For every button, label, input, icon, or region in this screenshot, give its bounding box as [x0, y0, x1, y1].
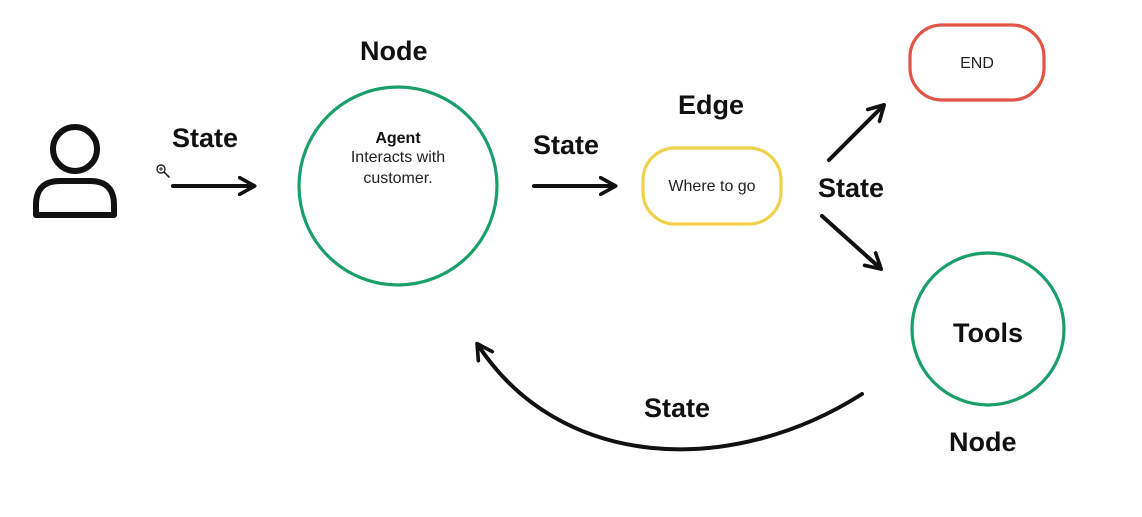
agent-description: Interacts with customer. — [350, 149, 446, 187]
edge-router-box — [641, 146, 783, 226]
end-box-text: END — [960, 55, 994, 72]
state-label-edge-branches: State — [818, 173, 885, 203]
user-person-icon — [33, 124, 117, 218]
arrow-edge-to-tools — [820, 214, 880, 268]
state-label-tools-agent: State — [644, 393, 711, 423]
agent-node-circle — [297, 85, 499, 287]
tools-node-circle — [910, 251, 1066, 407]
end-box — [908, 23, 1046, 102]
edge-box-text: Where to go — [668, 178, 756, 195]
arrow-edge-to-end — [827, 106, 883, 162]
state-label-user-agent: State — [172, 123, 239, 153]
zoom-in-icon — [156, 164, 170, 178]
tools-node-text: Tools — [953, 318, 1023, 348]
node-label-bottom: Node — [949, 427, 1017, 457]
node-label-top: Node — [360, 36, 428, 66]
arrow-tools-to-agent — [478, 345, 864, 452]
state-label-agent-edge: State — [533, 130, 600, 160]
edge-title: Edge — [678, 90, 745, 120]
agent-title: Agent — [375, 130, 421, 147]
agent-node-text: Agent Interacts with customer. — [318, 130, 478, 190]
